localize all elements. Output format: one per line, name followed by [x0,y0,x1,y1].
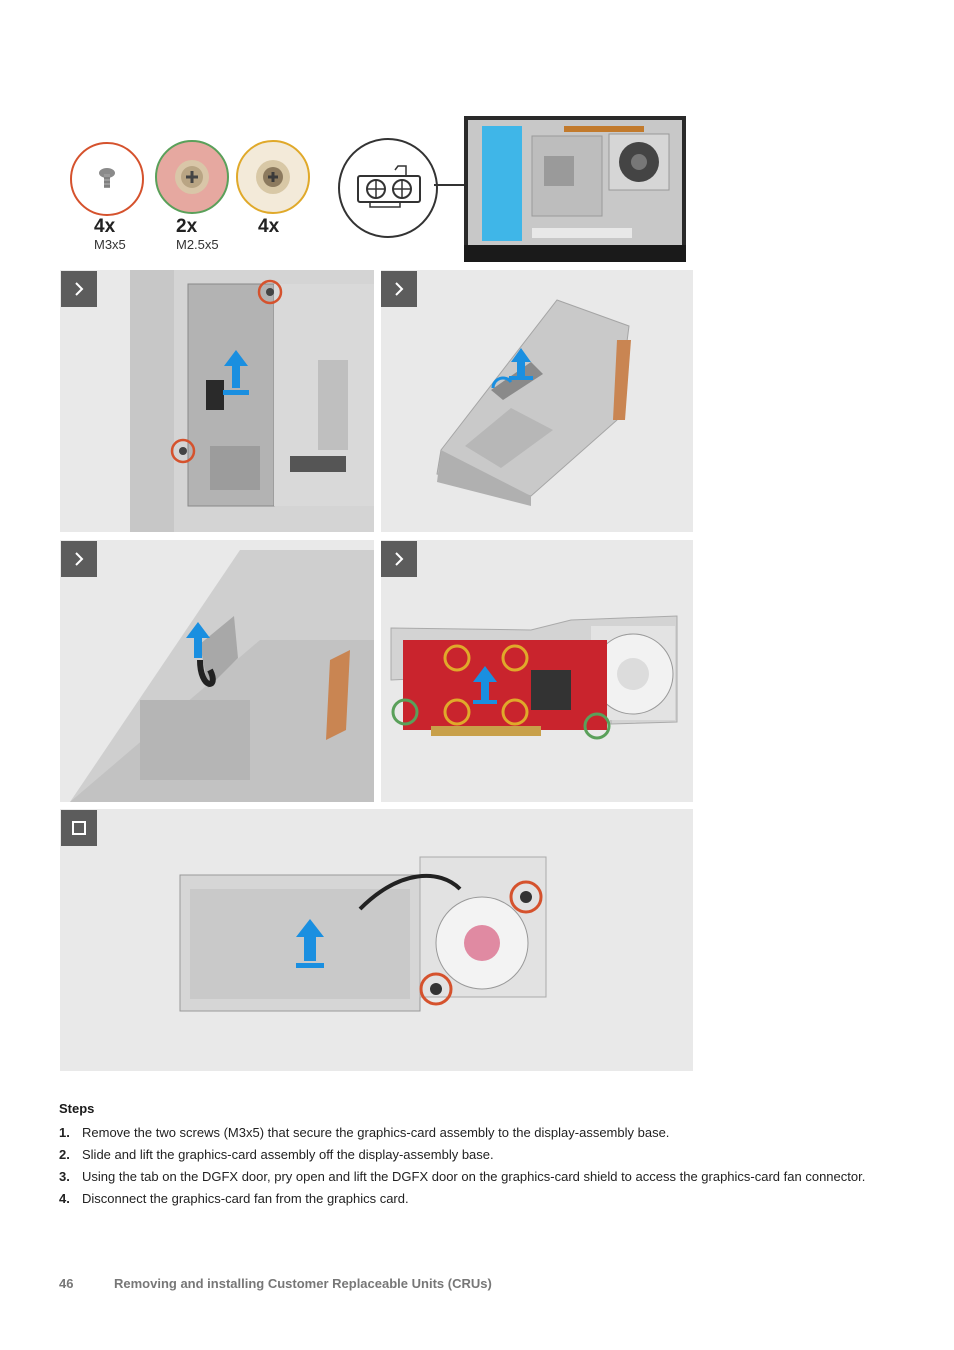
section-title: Removing and installing Customer Replace… [114,1276,492,1291]
screw-size-1: M3x5 [94,237,126,252]
step-image-4 [381,540,693,802]
steps-heading: Steps [59,1101,95,1116]
graphics-card-icon [357,165,421,208]
screw-icon [256,160,290,194]
lift-arrow-icon [296,919,324,968]
step-text: Slide and lift the graphics-card assembl… [82,1147,494,1162]
step-item: 2. Slide and lift the graphics-card assem… [59,1146,889,1164]
step-image-3 [60,540,374,802]
chevron-right-icon [395,552,404,566]
next-step-button-4[interactable] [381,541,417,577]
screw-icon [99,168,115,188]
stop-square-icon [72,821,86,835]
graphics-card-callout [338,138,438,238]
next-step-button-3[interactable] [61,541,97,577]
step-number: 3. [59,1169,70,1184]
page-number: 46 [59,1276,74,1291]
chevron-right-icon [75,282,84,296]
step-text: Remove the two screws (M3x5) that secure… [82,1125,670,1140]
steps-list: 1. Remove the two screws (M3x5) that secu… [59,1124,889,1212]
screw-m2-5x5-circle [155,140,229,214]
lift-arrow-icon [186,622,210,658]
final-step-marker [61,810,97,846]
screw-size-2: M2.5x5 [176,237,219,252]
screw-qty-1: 4x [94,216,116,237]
screw-gold-circle [236,140,310,214]
lift-arrow-icon [223,350,249,395]
screw-icon [175,160,209,194]
step-item: 4. Disconnect the graphics-card fan from … [59,1190,889,1208]
next-step-button-2[interactable] [381,271,417,307]
screw-qty-3: 4x [258,216,280,237]
step-image-1 [60,270,374,532]
step-item: 1. Remove the two screws (M3x5) that secu… [59,1124,889,1142]
step-number: 4. [59,1191,70,1206]
step-text: Disconnect the graphics-card fan from th… [82,1191,409,1206]
next-step-button-1[interactable] [61,271,97,307]
chevron-right-icon [75,552,84,566]
lift-arrow-icon [473,666,497,704]
step-text: Using the tab on the DGFX door, pry open… [82,1169,866,1184]
step-number: 1. [59,1125,70,1140]
step-number: 2. [59,1147,70,1162]
step-image-2 [381,270,693,532]
step-item: 3. Using the tab on the DGFX door, pry op… [59,1168,889,1186]
step-image-5 [60,809,693,1071]
lift-arrow-icon [491,348,533,389]
callout-line [434,184,464,186]
screw-qty-2: 2x [176,216,198,237]
screw-m3x5-circle [70,142,144,216]
chevron-right-icon [395,282,404,296]
display-assembly-overview [464,116,686,262]
